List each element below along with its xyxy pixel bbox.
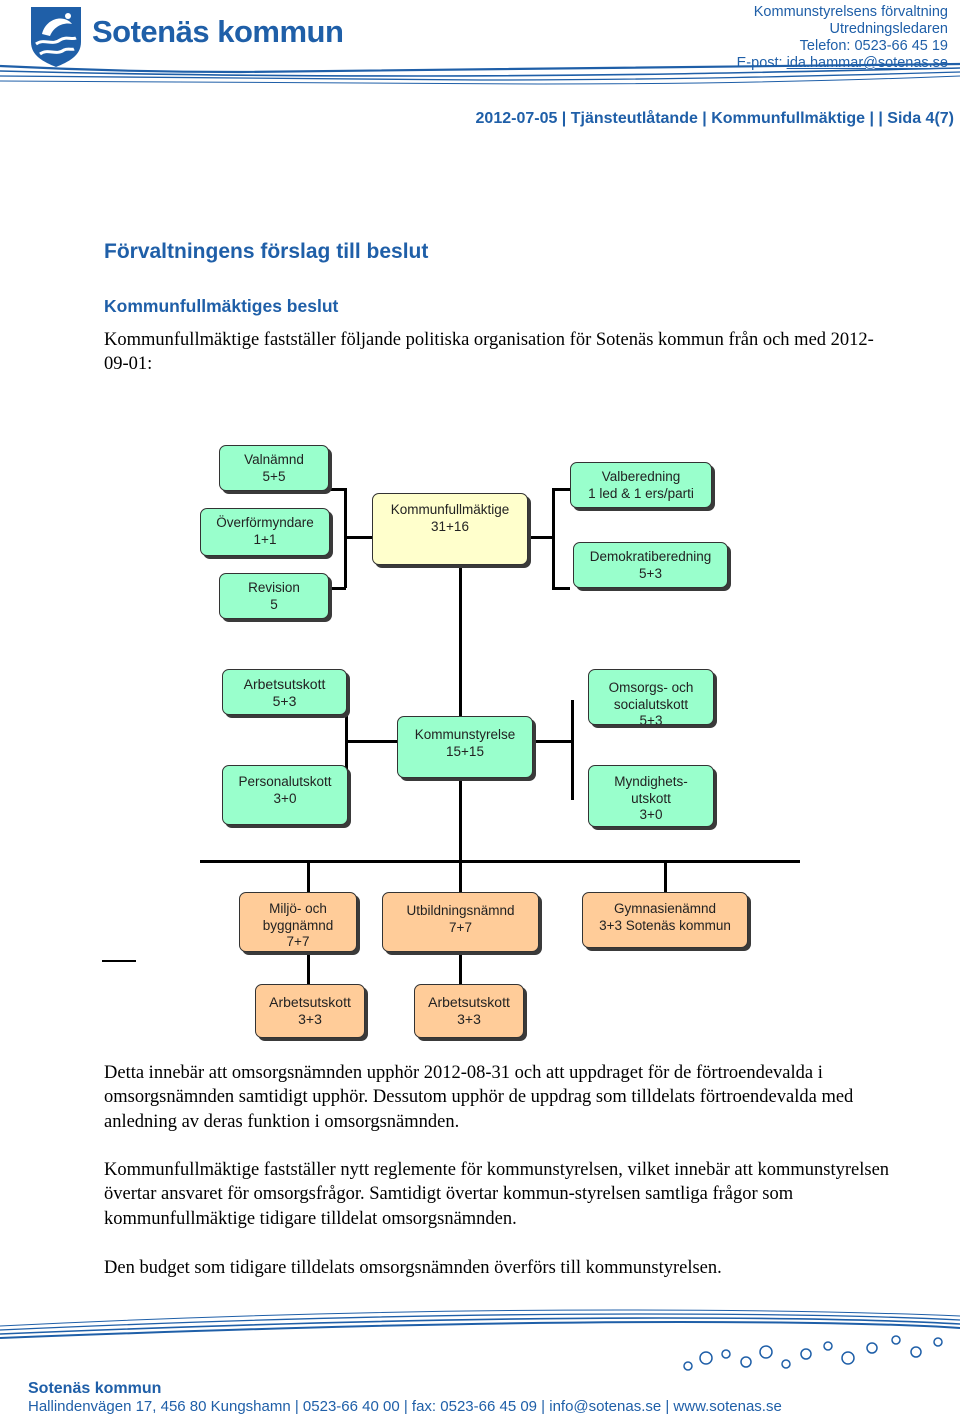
connector-line <box>571 700 574 800</box>
body-paragraph-1: Detta innebär att omsorgsnämnden upphör … <box>104 1063 854 1132</box>
connector-line <box>459 952 462 984</box>
connector-line <box>344 536 372 539</box>
connector-line <box>307 860 310 892</box>
connector-line <box>664 860 667 892</box>
contact-phone: Telefon: 0523-66 45 19 <box>799 38 948 54</box>
connector-line <box>328 587 346 590</box>
body-paragraph-2: Kommunfullmäktige fastställer nytt regle… <box>104 1160 890 1229</box>
document-info-line: 2012-07-05 | Tjänsteutlåtande | Kommunfu… <box>475 110 954 127</box>
footer-wave-decoration <box>0 1309 960 1371</box>
dash-mark <box>102 960 136 962</box>
contact-department: Kommunstyrelsens förvaltning <box>753 4 948 20</box>
brand-name: Sotenäs kommun <box>92 14 344 49</box>
footer-contact-info: Hallindenvägen 17, 456 80 Kungshamn | 05… <box>28 1398 782 1415</box>
connector-line <box>200 860 800 863</box>
contact-email-link[interactable]: ida.hammar@sotenas.se <box>786 55 948 71</box>
sotenas-logo <box>31 7 81 67</box>
connector-line <box>459 778 462 862</box>
section-subheading: Kommunfullmäktiges beslut <box>104 296 339 316</box>
contact-title: Utredningsledaren <box>829 21 949 37</box>
contact-block: Kommunstyrelsens förvaltning Utredningsl… <box>737 4 948 72</box>
connector-line <box>307 952 310 984</box>
connector-line <box>528 536 555 539</box>
connector-line <box>552 587 570 590</box>
connector-line <box>552 488 570 491</box>
connector-line <box>345 740 397 743</box>
body-paragraph-3: Den budget som tidigare tilldelats omsor… <box>104 1258 722 1278</box>
connector-line <box>459 860 462 892</box>
intro-paragraph: Kommunfullmäktige fastställer följande p… <box>104 330 874 374</box>
footer-org-name: Sotenäs kommun <box>28 1380 162 1397</box>
section-heading: Förvaltningens förslag till beslut <box>104 240 429 263</box>
header-wave-decoration <box>0 62 960 85</box>
connector-line <box>533 740 573 743</box>
connector-line <box>328 488 346 491</box>
connector-line <box>459 566 462 716</box>
connector-line <box>345 700 348 800</box>
